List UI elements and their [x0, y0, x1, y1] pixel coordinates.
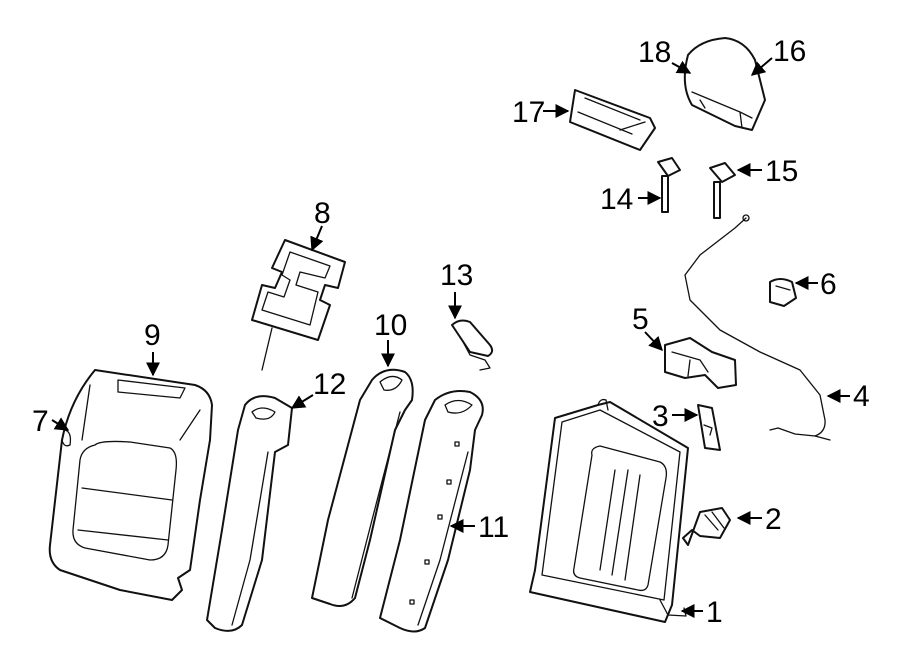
part-trim-panel-10	[311, 368, 414, 607]
part-bracket	[697, 404, 721, 451]
part-mount-bracket	[664, 337, 737, 389]
part-headrest	[683, 37, 766, 131]
part-release-cable	[684, 214, 831, 441]
callout-5[interactable]: 5	[632, 303, 649, 336]
part-guide-15	[709, 162, 736, 219]
callout-labels: 1 2 3 4 5 6 7 8 9 10 11 12 13 14 15 16 1…	[32, 35, 870, 629]
callout-14[interactable]: 14	[600, 183, 633, 216]
callout-8[interactable]: 8	[314, 197, 331, 230]
part-release-handle	[451, 319, 494, 371]
leader-lines	[51, 57, 850, 618]
part-guide-14	[657, 157, 681, 213]
callout-12[interactable]: 12	[313, 368, 346, 401]
callout-18[interactable]: 18	[638, 36, 671, 69]
callout-16[interactable]: 16	[773, 35, 806, 68]
part-side-panel-11	[379, 390, 484, 633]
callout-3[interactable]: 3	[652, 400, 669, 433]
part-armrest	[569, 89, 656, 151]
callout-6[interactable]: 6	[820, 268, 837, 301]
part-clip	[769, 278, 797, 307]
callout-1[interactable]: 1	[706, 596, 723, 629]
callout-15[interactable]: 15	[765, 155, 798, 188]
callout-17[interactable]: 17	[512, 96, 545, 129]
callout-7[interactable]: 7	[32, 405, 49, 438]
callout-10[interactable]: 10	[374, 309, 407, 342]
part-heater-element	[251, 239, 346, 371]
callout-9[interactable]: 9	[144, 319, 161, 352]
callout-2[interactable]: 2	[765, 503, 782, 536]
callout-4[interactable]: 4	[853, 380, 870, 413]
part-latch	[682, 507, 731, 546]
callout-11[interactable]: 11	[478, 511, 509, 544]
part-seat-back-cover	[48, 369, 213, 601]
part-seat-frame	[529, 398, 689, 623]
callout-13[interactable]: 13	[440, 259, 473, 292]
part-trim-panel-12	[206, 395, 293, 632]
